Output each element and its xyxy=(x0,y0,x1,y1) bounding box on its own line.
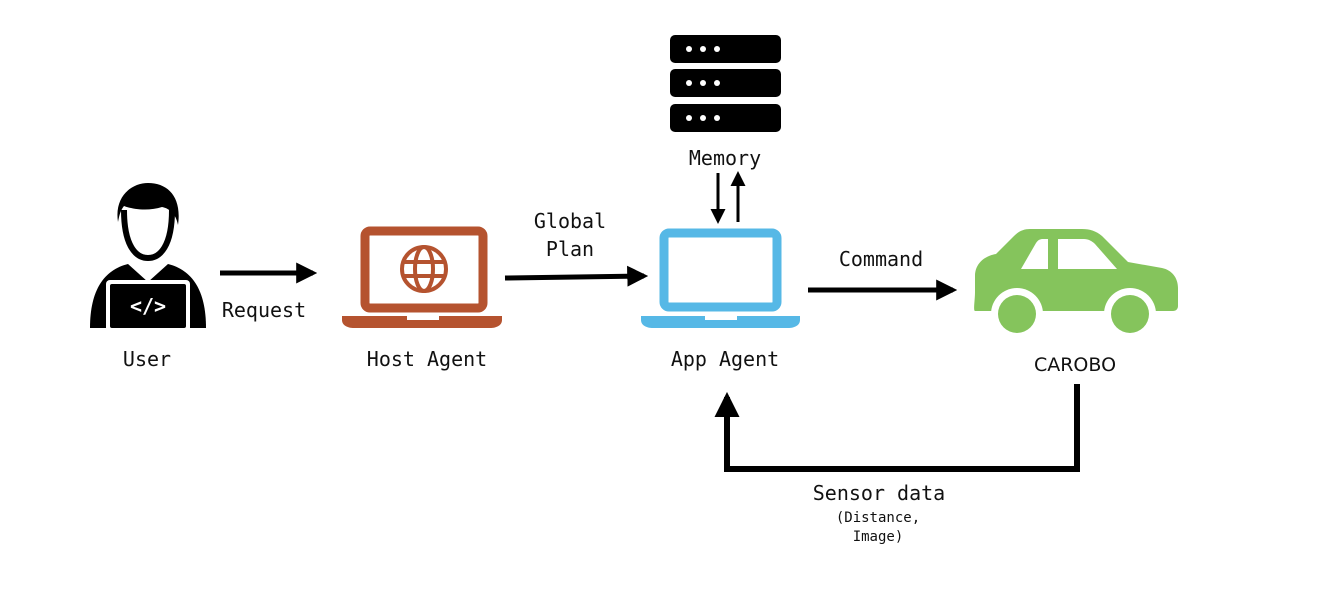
user-developer-icon: </> xyxy=(90,183,206,332)
sensor-data-detail-line2: Image) xyxy=(853,529,904,545)
host-agent-label: Host Agent xyxy=(367,347,487,371)
sensor-data-detail-line1: (Distance, xyxy=(836,510,920,526)
sensor-data-label: Sensor data xyxy=(813,481,945,505)
memory-label: Memory xyxy=(689,146,761,170)
global-plan-label-line1: Global xyxy=(534,209,606,233)
carobo-label: CAROBO xyxy=(1034,354,1116,376)
carobo-car-icon xyxy=(974,229,1178,340)
globe-icon xyxy=(400,245,448,293)
memory-server-icon xyxy=(670,35,781,132)
sensor-data-arrow xyxy=(714,384,1080,472)
command-label: Command xyxy=(839,247,923,271)
code-symbol-icon: </> xyxy=(130,294,166,318)
app-agent-label: App Agent xyxy=(671,347,779,371)
app-agent-laptop-icon xyxy=(641,228,800,328)
global-plan-arrow xyxy=(504,265,649,287)
request-label: Request xyxy=(222,298,306,322)
user-label: User xyxy=(123,347,171,371)
host-agent-laptop-icon xyxy=(342,226,502,328)
global-plan-label-line2: Plan xyxy=(546,237,594,261)
